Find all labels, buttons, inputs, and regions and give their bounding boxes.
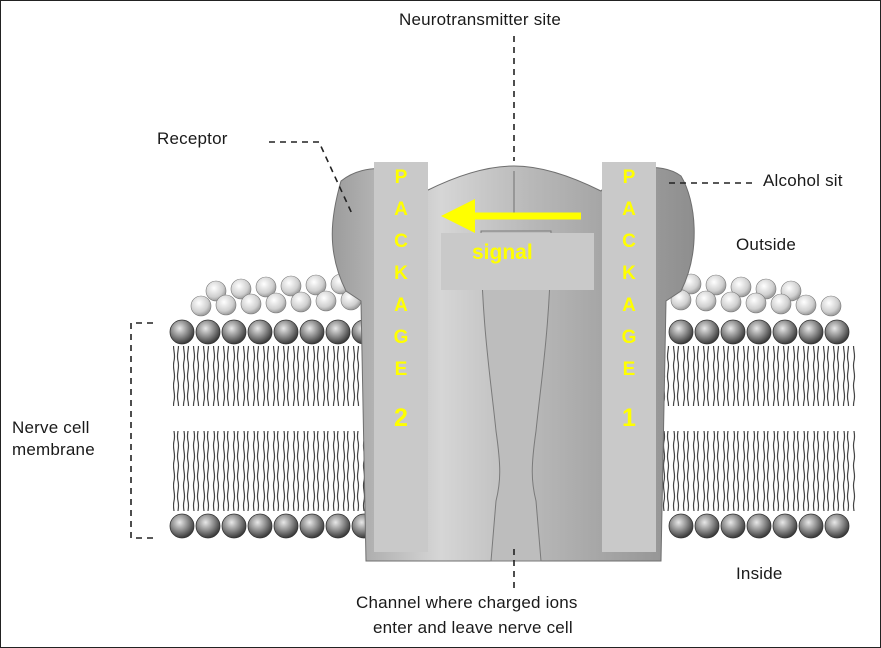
package-2-letter: E — [395, 354, 408, 386]
package-1-letter: E — [623, 354, 636, 386]
package-2-box: P A C K A G E 2 — [374, 162, 428, 552]
membrane-midline-left — [173, 409, 373, 423]
package-2-letter: K — [394, 258, 408, 290]
package-2-letter: A — [394, 194, 408, 226]
lipid-tails-left — [173, 346, 373, 511]
lipid-tails-right — [656, 346, 856, 511]
package-2-letter: P — [395, 162, 408, 194]
package-2-letter: G — [394, 322, 409, 354]
outside-label: Outside — [736, 235, 796, 255]
channel-label-line1: Channel where charged ions — [356, 593, 578, 613]
alcohol-site-label: Alcohol sit — [763, 171, 843, 191]
package-2-letter: C — [394, 226, 408, 258]
channel-label-line2: enter and leave nerve cell — [373, 618, 573, 638]
package-1-letter: A — [622, 290, 636, 322]
inside-label: Inside — [736, 564, 783, 584]
package-2-letter: A — [394, 290, 408, 322]
membrane-label-line2: membrane — [12, 440, 95, 460]
neurotransmitter-site-label: Neurotransmitter site — [399, 10, 561, 30]
membrane-label-line1: Nerve cell — [12, 418, 90, 438]
signal-label: signal — [472, 241, 533, 265]
package-2-number: 2 — [394, 402, 408, 434]
package-1-box: P A C K A G E 1 — [602, 162, 656, 552]
membrane-midline-right — [656, 409, 856, 423]
package-1-letter: A — [622, 194, 636, 226]
receptor-label: Receptor — [157, 129, 228, 149]
package-1-letter: G — [622, 322, 637, 354]
package-1-letter: C — [622, 226, 636, 258]
package-1-number: 1 — [622, 402, 636, 434]
package-1-letter: P — [623, 162, 636, 194]
package-1-letter: K — [622, 258, 636, 290]
